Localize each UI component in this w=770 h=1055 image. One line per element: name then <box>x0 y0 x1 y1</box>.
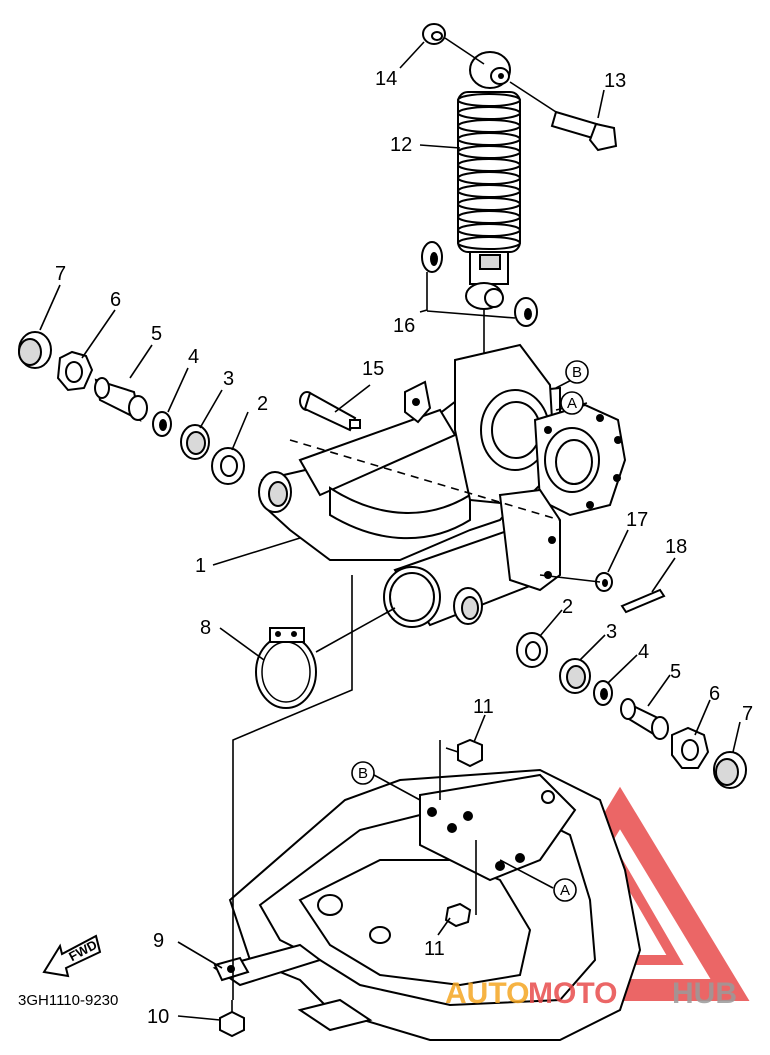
callout-4: 4 <box>188 346 199 368</box>
callout-5: 5 <box>151 323 162 345</box>
spring-coil <box>457 145 521 159</box>
leader-lines <box>39 41 741 1021</box>
swingarm <box>258 343 627 628</box>
callout-9: 9 <box>153 930 164 952</box>
callout-2: 2 <box>562 596 573 618</box>
spring-coil <box>457 210 521 224</box>
callout-7: 7 <box>55 263 66 285</box>
pivot-shaft-5-left <box>94 377 148 422</box>
bearing-2-left <box>211 447 245 485</box>
collar-16-lower <box>514 297 538 327</box>
svg-text:AUTO: AUTO <box>445 977 529 1010</box>
callout-18: 18 <box>665 536 687 558</box>
bushing-4-right <box>593 680 613 706</box>
callout-3: 3 <box>223 368 234 390</box>
rear-shock-absorber <box>457 51 521 310</box>
nut-6-left <box>56 350 94 392</box>
spring-coil <box>457 93 521 107</box>
spring-coil <box>457 223 521 237</box>
spring-coil <box>457 119 521 133</box>
seal-3-left <box>180 424 210 460</box>
nut-6-right <box>671 726 710 769</box>
svg-text:A: A <box>560 882 570 899</box>
cotter-pin-18 <box>620 588 666 614</box>
svg-text:HUB: HUB <box>672 977 737 1010</box>
nut-14 <box>422 23 446 45</box>
watermark-text: AUTO MOTO HUB <box>445 977 737 1010</box>
callout-4: 4 <box>638 641 649 663</box>
callout-1: 1 <box>195 555 206 577</box>
callout-11: 11 <box>424 938 445 960</box>
callout-8: 8 <box>200 617 211 639</box>
spring-coil <box>457 132 521 146</box>
callout-15: 15 <box>362 358 384 380</box>
callout-17: 17 <box>626 509 648 531</box>
bushing-4-left <box>152 411 172 437</box>
fwd-arrow-icon: FWD <box>42 934 102 978</box>
spring-coil <box>457 236 521 250</box>
callout-11: 11 <box>473 696 494 718</box>
callout-12: 12 <box>390 134 412 156</box>
collar-16-upper <box>421 241 443 273</box>
frame <box>212 768 642 1041</box>
svg-text:B: B <box>572 364 582 381</box>
bolt-11-upper <box>445 738 483 768</box>
callout-5: 5 <box>670 661 681 683</box>
spring-coil <box>457 184 521 198</box>
callout-7: 7 <box>742 703 753 725</box>
marker-b-upper: B <box>565 360 589 384</box>
callout-6: 6 <box>110 289 121 311</box>
pivot-shaft-5-right <box>620 698 669 740</box>
spring-coil <box>457 197 521 211</box>
bearing-2-right <box>516 632 548 668</box>
cap-7-right <box>713 751 747 789</box>
callout-6: 6 <box>709 683 720 705</box>
clamp-8 <box>255 627 317 709</box>
svg-text:MOTO: MOTO <box>528 977 617 1010</box>
callout-10: 10 <box>147 1006 169 1028</box>
spring-coil <box>457 171 521 185</box>
bolt-11-lower <box>444 902 472 928</box>
cap-7-left <box>18 331 52 369</box>
spring-coil <box>457 158 521 172</box>
seal-3-right <box>559 658 591 694</box>
spring-coil <box>457 106 521 120</box>
svg-text:B: B <box>358 765 368 782</box>
callout-13: 13 <box>604 70 626 92</box>
bolt-10 <box>219 1000 245 1038</box>
diagram-code: 3GH1110-9230 <box>18 992 118 1009</box>
marker-b-lower: B <box>351 761 375 785</box>
callout-14: 14 <box>375 68 397 90</box>
marker-a-upper: A <box>560 391 584 415</box>
callout-16: 16 <box>393 315 415 337</box>
callout-labels: 1 2 3 4 5 6 7 8 2 3 4 5 6 7 17 18 15 16 … <box>55 68 753 1028</box>
svg-text:A: A <box>567 395 577 412</box>
marker-a-lower: A <box>553 878 577 902</box>
callout-2: 2 <box>257 393 268 415</box>
pivot-bolt-15 <box>299 391 361 432</box>
bolt-13 <box>550 110 618 152</box>
callout-3: 3 <box>606 621 617 643</box>
